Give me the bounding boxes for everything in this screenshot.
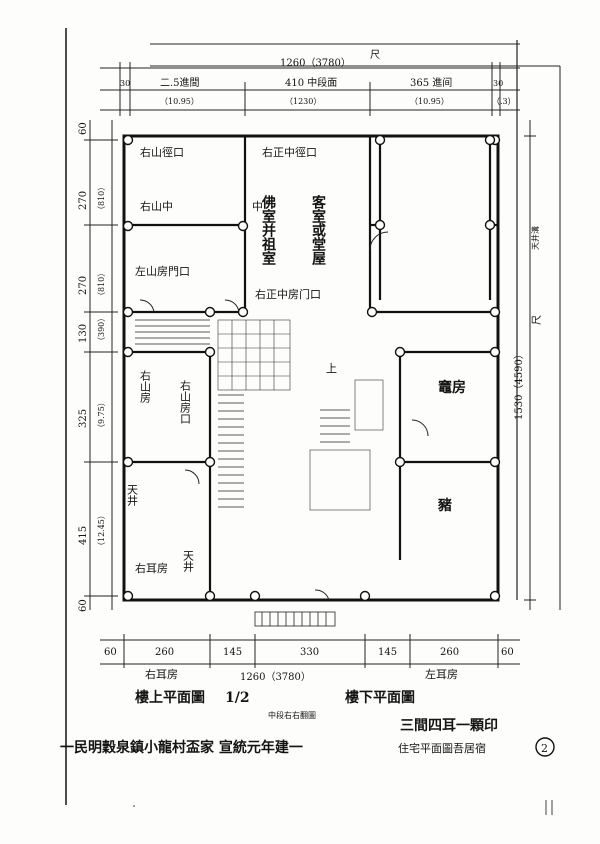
left-dim-value: 130 <box>78 324 89 343</box>
label-top-mid-door: 右正中徑口 <box>262 145 317 159</box>
entry-steps <box>254 611 336 627</box>
caption-scale: 1/2 <box>225 690 250 706</box>
room-labels: 右山徑口 右正中徑口 右山中 中 佛室并祖室 客室或堂屋 左山房門口 右正中房门… <box>126 145 467 575</box>
caption-title-left: 一民明穀泉鎮小龍村盃家 宣統元年建一 <box>60 739 303 756</box>
label-center-corridor: 右正中房门口 <box>255 287 321 301</box>
courtyard-tiles <box>217 319 384 511</box>
footer-total-width: 1260（3780） <box>240 671 311 683</box>
label-left-room-door: 左山房門口 <box>135 265 190 278</box>
caption-lower-floor: 樓下平面圖 <box>345 689 415 706</box>
label-right-mountain: 右山中 <box>140 199 173 213</box>
door-swings <box>139 231 429 601</box>
dim-edge-right-sub: （.3） <box>492 97 516 106</box>
left-dim-sub: （810） <box>97 183 106 214</box>
label-left-lower-door: 右山房口 <box>179 379 192 424</box>
dim-bay-left-sub: （10.95） <box>160 97 199 106</box>
caption-upper-floor: 樓上平面圖 <box>135 689 205 706</box>
footer-dim-b1: 260 <box>155 647 174 658</box>
footer-room-right: 左耳房 <box>425 668 458 681</box>
label-bottom-left-room: 右耳房 <box>135 561 168 575</box>
footer-dim-b2: 145 <box>223 647 242 658</box>
footer-dim-b4: 145 <box>378 647 397 658</box>
label-lower-left: 天井 <box>126 484 139 507</box>
header-dimensions: 1260（3780） 30 二.5進間 （10.95） 410 中段面 （123… <box>120 49 516 106</box>
right-dimensions: 1530（4590） 尺 天井溝 <box>513 226 543 420</box>
footer-dimension-lines <box>100 634 520 668</box>
left-dim-sub: （9.75） <box>97 398 106 432</box>
label-mid-center: 中 <box>252 200 263 213</box>
frame-lines <box>65 28 561 805</box>
dim-edge-right: 30 <box>493 79 503 88</box>
left-dim-value: 60 <box>78 122 89 135</box>
captions: 樓上平面圖 1/2 樓下平面圖 中段右右翻圖 三間四耳一顆印 一民明穀泉鎮小龍村… <box>60 689 555 757</box>
caption-title-right: 三間四耳一顆印 <box>400 717 498 734</box>
label-stairs-note: 上 <box>326 362 337 375</box>
right-dim-total: 1530（4590） <box>513 349 525 420</box>
dim-bay-left: 二.5進間 <box>160 77 200 89</box>
outer-walls <box>122 134 500 602</box>
right-side-label: 天井溝 <box>530 226 540 250</box>
footer-dim-b3: 330 <box>300 647 319 658</box>
scan-marks <box>133 800 553 815</box>
left-dimension-lines <box>84 120 118 610</box>
caption-subtitle-right: 住宅平面圖吾居宿 <box>398 741 486 755</box>
label-top-left-door: 右山徑口 <box>140 145 184 159</box>
right-dimension-lines <box>524 120 536 610</box>
label-left-room: 右山房 <box>139 369 152 404</box>
left-dim-sub: （810） <box>97 269 106 300</box>
label-bottom-right: 天井 <box>182 550 195 573</box>
label-shrine: 佛室并祖室 <box>260 194 277 265</box>
footer-dimensions: 60 260 145 330 145 260 60 右耳房 左耳房 1260（3… <box>104 647 514 683</box>
left-dim-value: 325 <box>78 409 89 428</box>
columns <box>122 134 501 602</box>
left-dim-sub: （390） <box>97 314 106 345</box>
footer-room-left: 右耳房 <box>145 667 178 681</box>
right-dim-unit: 尺 <box>531 315 543 325</box>
footer-dim-b5: 260 <box>440 647 459 658</box>
left-dim-value: 60 <box>78 599 89 612</box>
label-guest: 客室或堂屋 <box>310 194 327 266</box>
footer-dim-right-edge: 60 <box>501 647 514 658</box>
label-kitchen: 竈房 <box>438 379 466 396</box>
dim-total-width: 1260（3780） <box>280 57 351 69</box>
dim-bay-center: 410 中段面 <box>285 76 337 89</box>
left-dim-sub: （12.45） <box>97 511 106 550</box>
left-dim-value: 270 <box>78 191 89 210</box>
caption-author-note: 中段右右翻圖 <box>268 710 316 720</box>
dim-bay-right: 365 進间 <box>410 76 452 89</box>
dim-bay-right-sub: （10.95） <box>410 97 449 106</box>
page-number-circle <box>535 737 555 757</box>
footer-dim-left-edge: 60 <box>104 647 117 658</box>
label-pig: 豬 <box>437 497 452 514</box>
top-dimension-lines <box>100 62 520 116</box>
left-dim-value: 415 <box>78 526 89 545</box>
caption-page-number: 2 <box>541 742 548 755</box>
left-dimensions: 60 270 （810） 270 （810） 130 （390） 325 （9.… <box>78 122 106 612</box>
dim-bay-center-sub: （1230） <box>285 97 321 106</box>
left-dim-value: 270 <box>78 276 89 295</box>
stair-hatch <box>135 319 350 508</box>
dim-edge-left: 30 <box>120 79 130 88</box>
dim-unit-mark: 尺 <box>370 49 380 61</box>
